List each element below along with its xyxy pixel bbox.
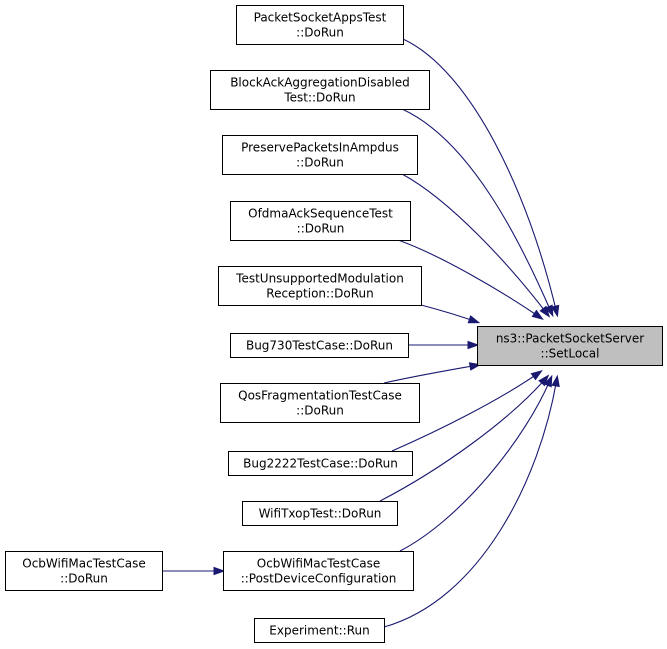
arrowhead	[467, 315, 481, 324]
edge-n8-to-target	[391, 370, 543, 452]
arrowhead	[550, 304, 560, 318]
edge-n2-to-target	[401, 108, 554, 318]
node-label: PreservePacketsInAmpdus	[241, 141, 399, 155]
target-node[interactable]: ns3::PacketSocketServer::SetLocal	[477, 326, 663, 366]
edge-n4-to-target	[397, 239, 544, 320]
caller-node[interactable]: OfdmaAckSequenceTest::DoRun	[230, 201, 411, 241]
node-box	[210, 70, 430, 110]
node-box	[242, 501, 398, 526]
edge-line	[383, 377, 558, 628]
caller-node[interactable]: Bug730TestCase::DoRun	[230, 333, 409, 358]
node-label: ::DoRun	[296, 26, 344, 40]
caller-node[interactable]: PacketSocketAppsTest::DoRun	[236, 5, 404, 45]
arrowhead	[543, 374, 553, 388]
node-label: ::SetLocal	[541, 347, 600, 361]
edge-line	[401, 173, 549, 316]
edge-n10-to-target	[399, 374, 553, 552]
arrowhead	[539, 305, 551, 318]
node-label: ::DoRun	[296, 404, 344, 418]
node-label: ::DoRun	[297, 222, 345, 236]
node-label: QosFragmentationTestCase	[238, 389, 402, 403]
caller-node[interactable]: QosFragmentationTestCase::DoRun	[220, 383, 420, 423]
caller-node[interactable]: Experiment::Run	[254, 618, 385, 643]
node-label: ns3::PacketSocketServer	[496, 332, 644, 346]
node-label: OcbWifiMacTestCase	[257, 557, 380, 571]
node-label: OfdmaAckSequenceTest	[248, 207, 393, 221]
edge-n9-to-target	[379, 374, 550, 502]
edge-n7-to-target	[383, 362, 482, 384]
node-label: OcbWifiMacTestCase	[22, 557, 145, 571]
node-box	[223, 551, 414, 591]
edge-line	[420, 304, 478, 323]
node-box	[230, 201, 411, 241]
edge-n3-to-target	[401, 173, 551, 318]
node-label: PacketSocketAppsTest	[254, 11, 387, 25]
arrowhead	[467, 340, 480, 350]
node-label: TestUnsupportedModulation	[235, 272, 404, 286]
edge-line	[401, 108, 553, 315]
node-box	[218, 266, 422, 306]
caller-node[interactable]: Bug2222TestCase::DoRun	[228, 451, 413, 476]
node-label: Experiment::Run	[269, 624, 369, 638]
caller-node[interactable]: OcbWifiMacTestCase::PostDeviceConfigurat…	[223, 551, 414, 591]
node-label: ::DoRun	[296, 156, 344, 170]
node-label: ::PostDeviceConfiguration	[241, 572, 397, 586]
arrowhead	[530, 370, 543, 381]
caller-node[interactable]: OcbWifiMacTestCase::DoRun	[5, 551, 163, 591]
edge-n12-to-n10	[161, 566, 226, 576]
caller-node[interactable]: TestUnsupportedModulationReception::DoRu…	[218, 266, 422, 306]
node-box	[222, 135, 418, 175]
node-label: Test::DoRun	[283, 91, 355, 105]
arrowhead	[213, 566, 226, 576]
node-box	[5, 551, 163, 591]
arrowhead	[544, 304, 554, 318]
arrowhead	[531, 309, 544, 320]
arrowhead	[538, 374, 550, 387]
caller-node[interactable]: PreservePacketsInAmpdus::DoRun	[222, 135, 418, 175]
edge-n11-to-target	[383, 374, 560, 628]
node-box	[236, 5, 404, 45]
node-label: Bug2222TestCase::DoRun	[243, 457, 398, 471]
edge-line	[379, 376, 548, 502]
caller-node[interactable]: WifiTxopTest::DoRun	[242, 501, 398, 526]
node-label: ::DoRun	[60, 572, 108, 586]
edges-layer	[161, 38, 560, 628]
edge-line	[391, 371, 541, 452]
edge-line	[397, 239, 542, 319]
edge-n1-to-target	[402, 38, 560, 318]
arrowhead	[551, 374, 560, 388]
node-label: BlockAckAggregationDisabled	[230, 76, 410, 90]
edge-n5-to-target	[420, 304, 481, 324]
node-box	[220, 383, 420, 423]
edge-line	[402, 38, 558, 315]
node-label: Bug730TestCase::DoRun	[246, 339, 393, 353]
nodes-layer: PacketSocketAppsTest::DoRunBlockAckAggre…	[5, 5, 663, 643]
edge-n6-to-target	[407, 340, 480, 350]
node-box	[228, 451, 413, 476]
node-box	[230, 333, 409, 358]
node-box	[254, 618, 385, 643]
node-label: Reception::DoRun	[266, 287, 373, 301]
edge-line	[383, 364, 479, 384]
node-box	[477, 326, 663, 366]
node-label: WifiTxopTest::DoRun	[259, 507, 382, 521]
edge-line	[399, 377, 552, 552]
